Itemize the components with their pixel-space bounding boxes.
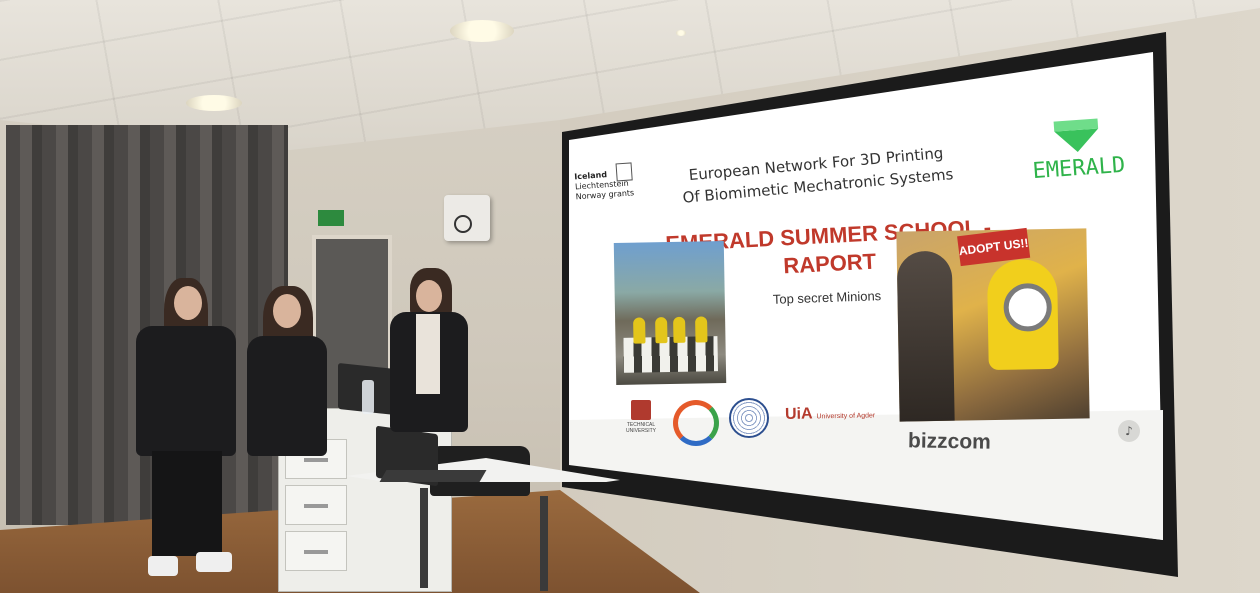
presenter-shoe: [196, 552, 232, 572]
university-seal-logo: [729, 398, 769, 438]
lectern-drawer: [285, 485, 347, 525]
presenter-shirt: [416, 314, 440, 394]
ceiling-light: [676, 30, 686, 36]
wall-speaker: [444, 195, 490, 241]
grants-mark-icon: [615, 162, 633, 182]
presenter-head: [174, 286, 202, 320]
drawer-handle: [304, 504, 328, 508]
bizzcom-logo: bizzcom: [907, 429, 992, 454]
presenter-left: [130, 276, 240, 586]
university-shield-icon: [631, 400, 651, 420]
minion-figure: [673, 316, 686, 343]
emerald-logo-text: EMERALD: [1031, 152, 1127, 185]
curtain: [6, 125, 288, 525]
project-title: European Network For 3D Printing Of Biom…: [666, 140, 969, 210]
grants-logo: Iceland Liechtenstein Norway grants: [574, 162, 644, 203]
table-leg: [420, 488, 428, 588]
minion-figure: [633, 317, 646, 344]
presenter-legs: [152, 451, 222, 556]
uia-sub-line2: of Agder: [849, 412, 876, 420]
uia-logo: UiA University of Agder: [785, 404, 895, 424]
laptop-base: [379, 470, 487, 482]
presenter-middle: [245, 286, 330, 546]
sanitizer-bottle: [362, 380, 374, 414]
partner-logos: TECHNICAL UNIVERSITY UiA University of A…: [615, 390, 1135, 460]
table-leg: [540, 496, 548, 591]
speaker-volume-icon[interactable]: ♪: [1118, 420, 1140, 442]
partner-circle-logo: [673, 400, 719, 446]
minion-goggle: [1003, 282, 1053, 332]
presenter-torso: [136, 326, 236, 456]
drawer-handle: [304, 550, 328, 554]
uia-logo-text: UiA: [784, 405, 813, 423]
lectern-drawer: [285, 531, 347, 571]
emerald-gem-icon: [1054, 128, 1100, 154]
uia-sub-line1: University: [816, 412, 848, 421]
minion-figure: [655, 317, 668, 344]
projected-slide: Iceland Liechtenstein Norway grants Euro…: [565, 40, 1165, 560]
technical-university-label: TECHNICAL UNIVERSITY: [625, 422, 656, 434]
emerald-logo: EMERALD: [1011, 126, 1144, 186]
uia-sub-text: University of Agder: [816, 412, 875, 420]
minion-figure: [986, 258, 1059, 371]
presenter-head: [416, 280, 442, 312]
ceiling-light: [186, 95, 242, 111]
presenter-right: [388, 268, 468, 438]
technical-university-logo: TECHNICAL UNIVERSITY: [619, 400, 663, 440]
crosswalk-minions-photo: [613, 241, 727, 385]
exit-sign: [318, 210, 344, 226]
presenter-head: [273, 294, 301, 328]
ceiling-light: [450, 20, 514, 42]
presenter-shoe: [148, 556, 178, 576]
presenter-torso: [247, 336, 327, 456]
drawer-handle: [304, 458, 328, 462]
minion-figure: [695, 316, 708, 343]
